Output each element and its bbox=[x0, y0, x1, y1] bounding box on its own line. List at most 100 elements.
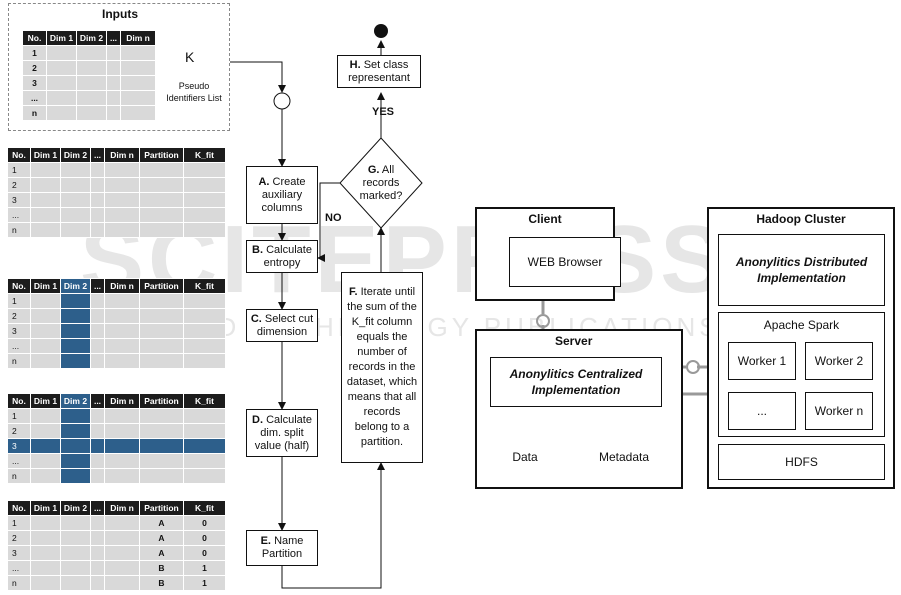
partition-cell: B bbox=[139, 575, 184, 591]
row-number: ... bbox=[22, 90, 47, 106]
table-row: ... bbox=[7, 207, 226, 223]
column-header: Dim 1 bbox=[30, 147, 61, 163]
step-f-iterate: F. Iterate until the sum of the K_fit co… bbox=[341, 272, 423, 463]
row-number: ... bbox=[7, 453, 31, 469]
column-header: Dim n bbox=[104, 500, 140, 516]
row-number: 3 bbox=[22, 75, 47, 91]
table-row: ... bbox=[7, 338, 226, 354]
column-header: Dim 1 bbox=[30, 278, 61, 294]
row-number: n bbox=[7, 222, 31, 238]
inputs-title: Inputs bbox=[102, 7, 138, 21]
partition-cell: B bbox=[139, 560, 184, 576]
row-number: n bbox=[7, 575, 31, 591]
column-header: Dim 2 bbox=[76, 30, 107, 46]
step-text: Calculate entropy bbox=[263, 243, 312, 269]
column-header: Dim 2 bbox=[60, 393, 91, 409]
column-header: Dim n bbox=[104, 278, 140, 294]
worker-box: ... bbox=[728, 392, 796, 430]
column-header: K_fit bbox=[183, 393, 226, 409]
web-browser-box: WEB Browser bbox=[509, 237, 621, 287]
centralized-implementation-label: Anonylitics Centralized Implementation bbox=[509, 367, 643, 397]
step-text: Calculate dim. split value (half) bbox=[254, 413, 312, 452]
server-title: Server bbox=[555, 334, 593, 348]
row-number: n bbox=[22, 105, 47, 121]
step-letter: G. bbox=[367, 163, 380, 176]
table-row: 2 bbox=[7, 308, 226, 324]
step-d-calculate-split: D. Calculate dim. split value (half) bbox=[246, 409, 318, 457]
step-letter: F. bbox=[348, 286, 358, 298]
hadoop-cluster-title: Hadoop Cluster bbox=[756, 212, 846, 226]
inputs-panel bbox=[8, 3, 230, 131]
step-letter: D. bbox=[252, 413, 264, 426]
column-header: No. bbox=[22, 30, 47, 46]
k-fit-cell: 1 bbox=[183, 560, 226, 576]
step-g-all-records-marked: G. All records marked? bbox=[350, 160, 412, 206]
row-number: 3 bbox=[7, 438, 31, 454]
step-letter: C. bbox=[250, 312, 262, 325]
table-row: n bbox=[22, 105, 156, 121]
column-header: Dim n bbox=[104, 393, 140, 409]
step-text: All records marked? bbox=[359, 163, 403, 202]
row-number: 1 bbox=[7, 408, 31, 424]
row-number: 3 bbox=[7, 545, 31, 561]
table-row: 3 bbox=[7, 192, 226, 208]
table-step-c: No. Dim 1 Dim 2 ... Dim n Partition K_fi… bbox=[7, 278, 226, 369]
row-number: ... bbox=[7, 207, 31, 223]
step-text: Set class representant bbox=[348, 58, 410, 84]
column-header: ... bbox=[106, 30, 121, 46]
k-fit-cell: 0 bbox=[183, 515, 226, 531]
table-row: 1 bbox=[22, 45, 156, 61]
row-number: 2 bbox=[7, 177, 31, 193]
server-box bbox=[475, 329, 683, 489]
table-row: 1 bbox=[7, 408, 226, 424]
table-row: ... bbox=[22, 90, 156, 106]
distributed-implementation-box: Anonylitics Distributed Implementation bbox=[718, 234, 885, 306]
hdfs-box: HDFS bbox=[718, 444, 885, 480]
worker-box: Worker n bbox=[805, 392, 873, 430]
partition-cell: A bbox=[139, 515, 184, 531]
column-header: Dim n bbox=[120, 30, 156, 46]
table-row: n bbox=[7, 222, 226, 238]
table-step-e: No. Dim 1 Dim 2 ... Dim n Partition K_fi… bbox=[7, 500, 226, 591]
column-header: Dim 2 bbox=[60, 278, 91, 294]
column-header: Dim 1 bbox=[30, 393, 61, 409]
end-node bbox=[374, 24, 388, 38]
data-label: Data bbox=[512, 450, 538, 464]
step-text: Iterate until the sum of the K_fit colum… bbox=[346, 286, 418, 448]
column-header: K_fit bbox=[183, 147, 226, 163]
row-number: 1 bbox=[7, 515, 31, 531]
distributed-implementation-label: Anonylitics Distributed Implementation bbox=[735, 255, 868, 285]
table-row: 2 bbox=[7, 423, 226, 439]
column-header: Partition bbox=[139, 278, 184, 294]
table-row: 2 bbox=[7, 177, 226, 193]
column-header: Dim 1 bbox=[46, 30, 77, 46]
step-h-set-class-representant: H. Set class representant bbox=[337, 55, 421, 88]
inputs-table: No. Dim 1 Dim 2 ... Dim n 1 2 3 ... n bbox=[22, 30, 156, 121]
column-header: No. bbox=[7, 278, 31, 294]
apache-spark-label: Apache Spark bbox=[763, 318, 840, 332]
step-text: Name Partition bbox=[261, 535, 304, 560]
table-row: 1 bbox=[7, 162, 226, 178]
step-letter: B. bbox=[252, 243, 264, 256]
column-header: Dim 1 bbox=[30, 500, 61, 516]
table-row: 2 bbox=[22, 60, 156, 76]
row-number: 2 bbox=[22, 60, 47, 76]
step-a-create-columns: A. Create auxiliary columns bbox=[246, 166, 318, 224]
column-header: K_fit bbox=[183, 500, 226, 516]
column-header: No. bbox=[7, 393, 31, 409]
column-header: No. bbox=[7, 500, 31, 516]
worker-box: Worker 2 bbox=[805, 342, 873, 380]
client-title: Client bbox=[528, 212, 562, 226]
column-header: Partition bbox=[139, 500, 184, 516]
row-number: ... bbox=[7, 338, 31, 354]
pseudo-identifiers-label: Pseudo Identifiers List bbox=[166, 81, 222, 103]
column-header: No. bbox=[7, 147, 31, 163]
row-number: 2 bbox=[7, 308, 31, 324]
partition-cell: A bbox=[139, 545, 184, 561]
